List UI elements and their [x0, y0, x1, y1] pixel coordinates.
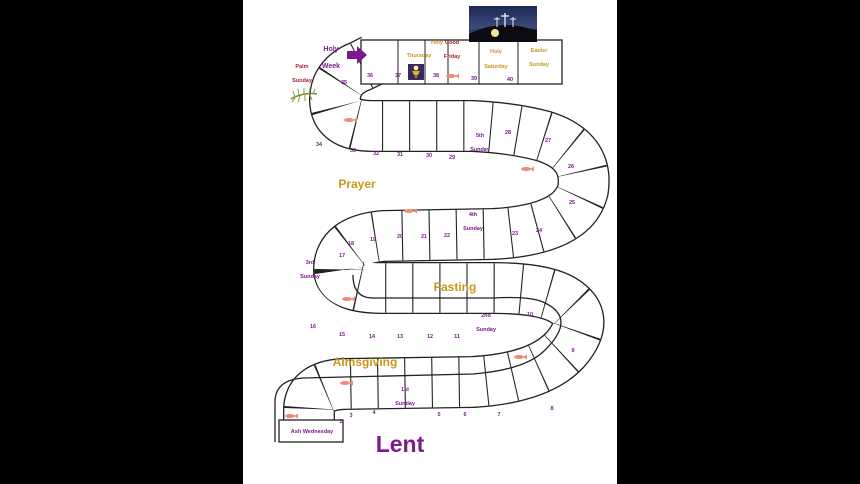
day-number: 6	[463, 412, 466, 418]
day-number: 20	[397, 234, 403, 240]
day-number: 35	[341, 80, 347, 86]
day-number: 23	[512, 231, 518, 237]
day-number: 22	[444, 233, 450, 239]
fish-icon	[514, 354, 527, 360]
day-number: 30	[426, 153, 432, 159]
easter-sunday-label-2: Sunday	[529, 62, 550, 68]
fish-icon	[521, 166, 534, 172]
sunday-4-label-2: Sunday	[463, 226, 484, 232]
ash-wednesday-label: Ash Wednesday	[291, 429, 334, 435]
day-number: 31	[397, 152, 403, 158]
sunday-2-label-2: Sunday	[476, 327, 497, 333]
fish-decorations	[285, 73, 534, 419]
fish-icon	[404, 208, 417, 214]
day-number: 21	[421, 234, 427, 240]
sunday-1-label-1: 1st	[401, 387, 409, 393]
day-number: 37	[395, 73, 401, 79]
crosses-photo-icon	[469, 6, 537, 42]
sunday-3-label-2: Sunday	[300, 274, 321, 280]
day-number: 29	[449, 155, 455, 161]
day-number: 9	[571, 348, 574, 354]
good-friday-label-1: Good	[445, 40, 459, 46]
day-number: 3	[349, 413, 352, 419]
day-number: 15	[339, 332, 345, 338]
palm-branch-icon	[290, 87, 318, 103]
day-number: 14	[369, 334, 376, 340]
day-number: 19	[370, 237, 376, 243]
fish-icon	[340, 380, 353, 386]
day-number: 32	[373, 151, 379, 157]
day-number: 2	[339, 419, 342, 425]
day-number: 28	[505, 130, 511, 136]
holy-thursday-label-1: Holy	[431, 40, 444, 46]
day-number: 8	[550, 406, 553, 412]
day-number: 36	[367, 73, 373, 79]
palm-sunday-label-1: Palm	[295, 64, 308, 70]
fish-icon	[344, 117, 357, 123]
arrow-right-icon	[347, 46, 367, 64]
sunday-1-label-2: Sunday	[395, 401, 416, 407]
day-number: 34	[316, 142, 323, 148]
holy-saturday-label-2: Saturday	[484, 64, 508, 70]
day-number: 10	[527, 312, 533, 318]
holy-saturday-label-1: Holy	[490, 49, 503, 55]
holy-week-label-1: Holy	[323, 46, 338, 53]
holy-week-label-2: Week	[322, 63, 340, 70]
sunday-3-label-1: 3rd	[306, 260, 315, 266]
word-prayer: Prayer	[338, 177, 376, 191]
day-number: 12	[427, 334, 433, 340]
fish-icon	[342, 296, 355, 302]
day-number: 18	[348, 241, 354, 247]
day-number: 11	[454, 334, 460, 340]
slide-page: Holy Week Palm Sunday Holy Thursday Good…	[243, 0, 617, 484]
day-number: 39	[471, 76, 477, 82]
day-number: 40	[507, 77, 513, 83]
road-outline	[274, 274, 562, 442]
word-almsgiving: Almsgiving	[333, 355, 398, 369]
sunday-5-label-2: Sunday	[470, 147, 491, 153]
fish-icon	[285, 413, 298, 419]
day-number: 27	[545, 138, 551, 144]
day-number: 4	[372, 410, 376, 416]
day-number: 16	[310, 324, 316, 330]
sunday-5-label-1: 5th	[476, 133, 485, 139]
day-number: 5	[437, 412, 440, 418]
day-number: 33	[350, 148, 356, 154]
palm-sunday-label-2: Sunday	[292, 78, 313, 84]
easter-sunday-label-1: Easter	[531, 48, 549, 54]
day-number: 7	[497, 412, 500, 418]
day-number: 17	[339, 253, 345, 259]
day-number: 24	[536, 228, 543, 234]
sunday-2-label-1: 2nd	[481, 313, 491, 319]
sunday-4-label-1: 4th	[469, 212, 478, 218]
good-friday-label-2: Friday	[444, 54, 461, 60]
board-tiles	[278, 36, 610, 443]
day-number: 25	[569, 200, 575, 206]
day-number: 38	[433, 73, 439, 79]
day-number: 26	[568, 164, 574, 170]
chalice-icon	[408, 64, 424, 80]
holy-thursday-label-2: Thursday	[407, 53, 433, 59]
lent-game-board: Holy Week Palm Sunday Holy Thursday Good…	[274, 6, 610, 457]
lent-title: Lent	[376, 431, 425, 457]
fish-icon	[446, 73, 459, 79]
word-fasting: Fasting	[434, 280, 477, 294]
day-number: 13	[397, 334, 403, 340]
